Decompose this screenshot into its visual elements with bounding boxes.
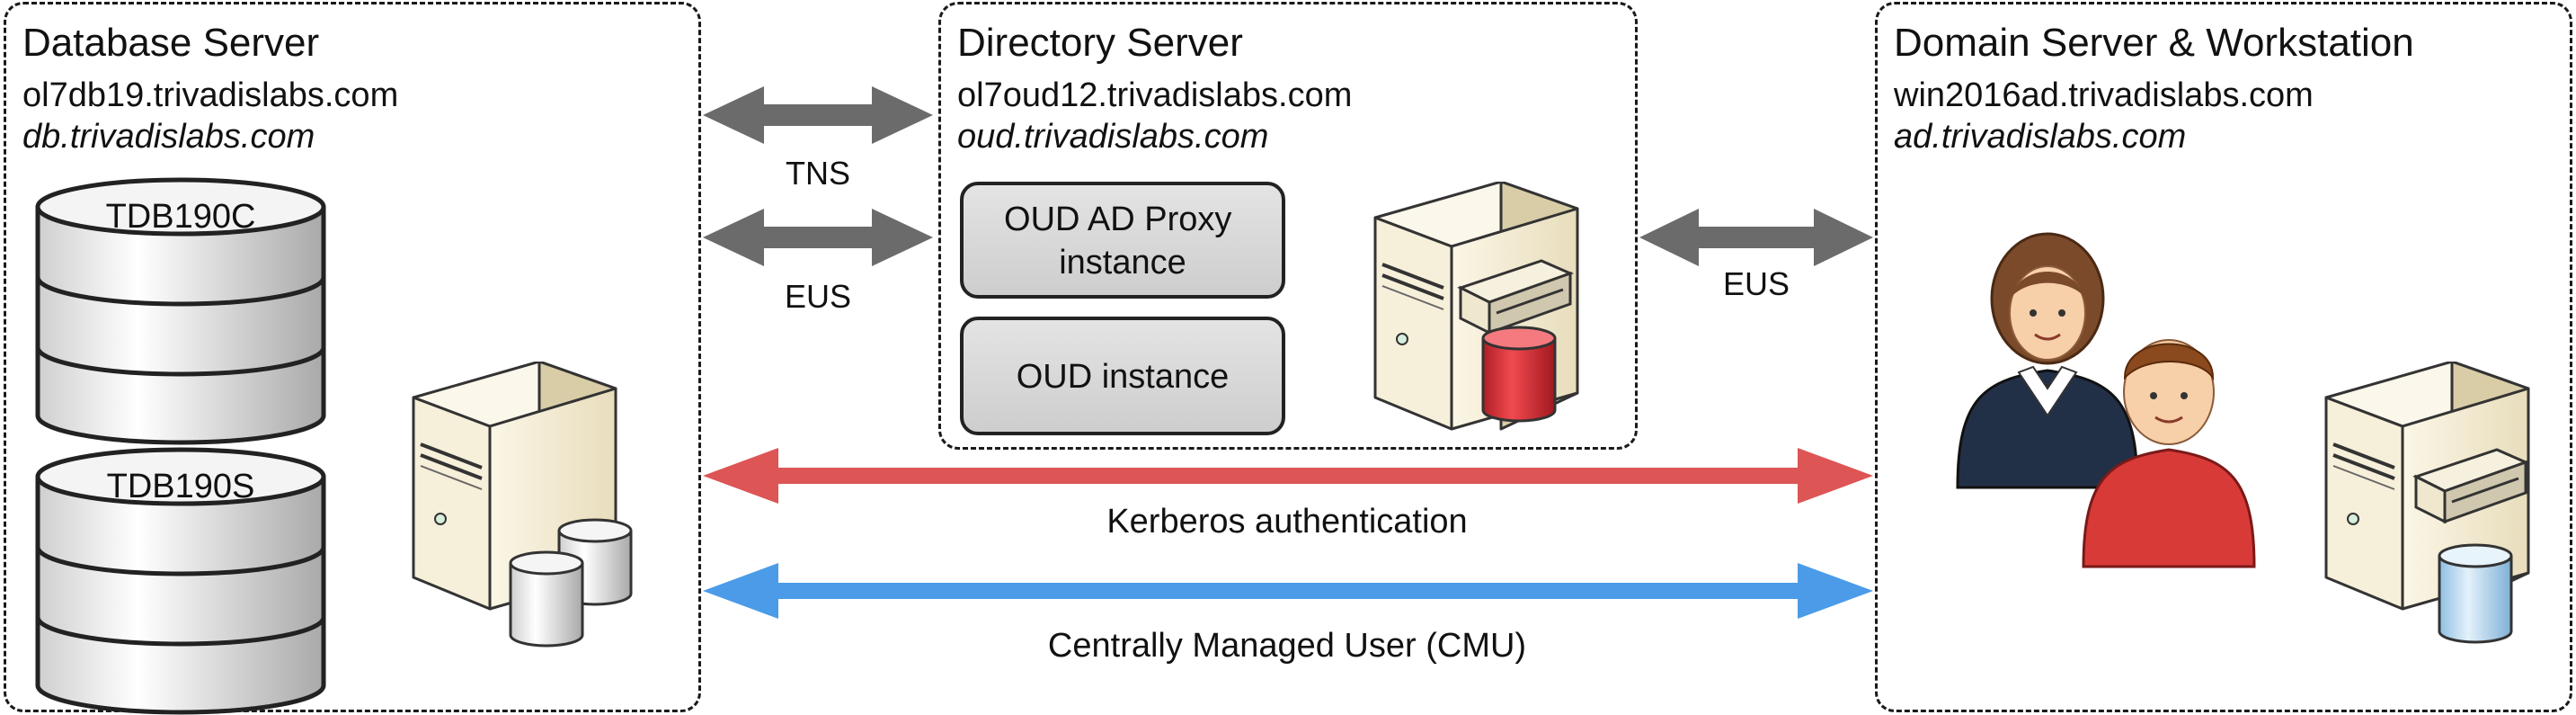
kerberos-arrow: [703, 448, 1873, 504]
database-label-2: TDB190S: [107, 468, 255, 505]
database-server-title: Database Server: [22, 21, 320, 65]
directory-server-alias: oud.trivadislabs.com: [957, 118, 1269, 156]
database-stack-icon: TDB190S: [35, 447, 326, 715]
oud-instance-label: OUD instance: [1017, 358, 1230, 396]
domain-server-alias: ad.trivadislabs.com: [1894, 118, 2187, 156]
oud-ad-proxy-instance-box: OUD AD Proxy instance: [960, 182, 1285, 299]
eus-arrow-oud-ad: [1639, 209, 1873, 266]
domain-server-host: win2016ad.trivadislabs.com: [1894, 76, 2314, 114]
database-server-zone: Database Server ol7db19.trivadislabs.com…: [4, 2, 701, 712]
eus-label-db-oud: EUS: [785, 278, 851, 315]
domain-server-zone: Domain Server & Workstation win2016ad.tr…: [1875, 2, 2572, 712]
oud-proxy-instance-label: OUD AD Proxy instance: [1004, 201, 1241, 282]
server-tower-icon: [1373, 182, 1579, 431]
directory-server-host: ol7oud12.trivadislabs.com: [957, 76, 1353, 114]
directory-server-title: Directory Server: [957, 21, 1243, 65]
domain-server-title: Domain Server & Workstation: [1894, 21, 2414, 65]
server-tower-icon: [412, 362, 633, 648]
server-tower-icon: [2324, 362, 2530, 644]
cmu-arrow: [703, 563, 1873, 619]
eus-arrow-db-oud: [703, 209, 933, 266]
database-server-host: ol7db19.trivadislabs.com: [22, 76, 399, 114]
users-icon: [1956, 232, 2256, 568]
cmu-label: Centrally Managed User (CMU): [1048, 627, 1526, 665]
tns-arrow: [703, 86, 933, 144]
tns-label: TNS: [786, 155, 850, 192]
directory-server-zone: Directory Server ol7oud12.trivadislabs.c…: [938, 2, 1638, 450]
database-label-1: TDB190C: [106, 198, 256, 236]
oud-instance-box: OUD instance: [960, 317, 1285, 435]
kerberos-label: Kerberos authentication: [1106, 503, 1467, 541]
eus-label-oud-ad: EUS: [1723, 265, 1790, 302]
database-stack-icon: TDB190C: [35, 177, 326, 445]
database-server-alias: db.trivadislabs.com: [22, 118, 315, 156]
